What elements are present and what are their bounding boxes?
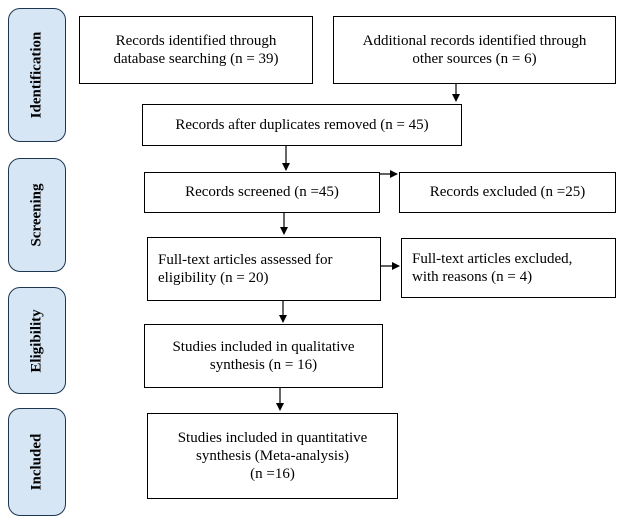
box-excluded-text: Records excluded (n =25)	[429, 184, 586, 201]
box-screened: Records screened (n =45)	[144, 172, 380, 213]
box-quantitative: Studies included in quantitative synthes…	[147, 413, 398, 499]
phase-included-label: Included	[28, 433, 45, 491]
box-fulltext-excluded-text: Full-text articles excluded, with reason…	[412, 250, 573, 285]
box-fulltext-assessed-text: Full-text articles assessed for eligibil…	[158, 251, 333, 286]
phase-identification-label: Identification	[28, 31, 45, 119]
box-other-sources: Additional records identified through ot…	[333, 16, 616, 84]
phase-screening: Screening	[8, 158, 66, 272]
box-database-search-text: Records identified through database sear…	[113, 32, 279, 67]
box-fulltext-excluded: Full-text articles excluded, with reason…	[401, 238, 616, 298]
phase-eligibility: Eligibility	[8, 287, 66, 394]
phase-identification: Identification	[8, 8, 66, 142]
box-database-search: Records identified through database sear…	[79, 16, 313, 84]
box-after-duplicates-text: Records after duplicates removed (n = 45…	[175, 116, 429, 133]
box-excluded: Records excluded (n =25)	[399, 172, 616, 213]
phase-eligibility-label: Eligibility	[28, 308, 45, 373]
phase-screening-label: Screening	[28, 183, 45, 247]
phase-included: Included	[8, 408, 66, 516]
box-quantitative-text: Studies included in quantitative synthes…	[177, 429, 368, 483]
box-qualitative: Studies included in qualitative synthesi…	[144, 324, 383, 388]
box-fulltext-assessed: Full-text articles assessed for eligibil…	[147, 237, 381, 301]
box-qualitative-text: Studies included in qualitative synthesi…	[172, 338, 355, 373]
box-after-duplicates: Records after duplicates removed (n = 45…	[142, 104, 462, 146]
box-other-sources-text: Additional records identified through ot…	[362, 32, 587, 67]
box-screened-text: Records screened (n =45)	[185, 184, 339, 201]
